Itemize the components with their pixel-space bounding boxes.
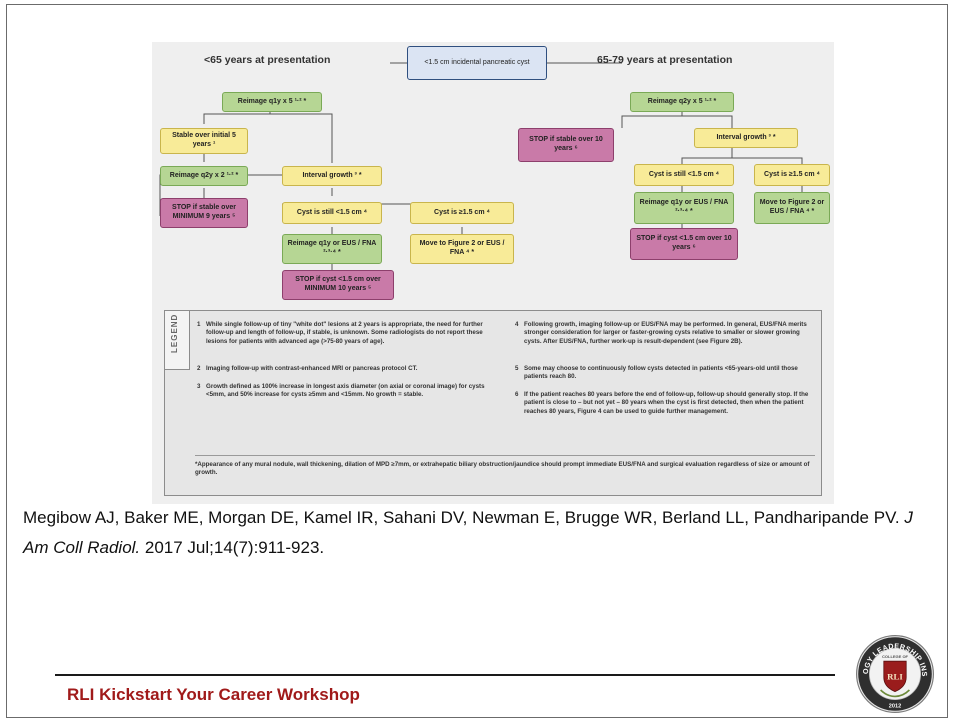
legend-note: 4 Following growth, imaging follow-up or… [515,321,815,346]
legend-note-text: Growth defined as 100% increase in longe… [206,383,485,399]
flowchart-figure: <65 years at presentation 65-79 years at… [152,42,834,504]
right-stop-10y-box: STOP if cyst <1.5 cm over 10 years ⁶ [630,228,738,260]
legend-divider [195,455,815,456]
legend-tab-label: LEGEND [170,313,179,353]
legend-note-number: 2 [197,365,201,372]
left-ge-15-box: Cyst is ≥1.5 cm ⁴ [410,202,514,224]
legend-note-number: 4 [515,321,519,328]
citation-journal: J Am Coll Radiol. [23,508,913,557]
seal-year: 2012 [889,704,901,710]
legend-note-number: 6 [515,391,519,398]
legend-note: 6 If the patient reaches 80 years before… [515,391,815,416]
left-stop-10y-box: STOP if cyst <1.5 cm over MINIMUM 10 yea… [282,270,394,300]
left-reimage-q1y-box: Reimage q1y x 5 ¹·² * [222,92,322,112]
seal-initials: RLI [887,672,903,682]
left-age-title: <65 years at presentation [204,54,331,66]
citation-authors: Megibow AJ, Baker ME, Morgan DE, Kamel I… [23,508,900,527]
legend-note: 5 Some may choose to continuously follow… [515,365,815,382]
legend-note-text: If the patient reaches 80 years before t… [524,391,809,415]
legend-note-text: Following growth, imaging follow-up or E… [524,321,807,345]
left-reimage-q2y-box: Reimage q2y x 2 ¹·² * [160,166,248,186]
left-stable-5y-box: Stable over initial 5 years ¹ [160,128,248,154]
right-reimage-q2y-box: Reimage q2y x 5 ¹·² * [630,92,734,112]
right-stop-10y-stable-box: STOP if stable over 10 years ⁶ [518,128,614,162]
legend-note-number: 3 [197,383,201,390]
right-age-title: 65-79 years at presentation [597,54,733,66]
legend-footnote: *Appearance of any mural nodule, wall th… [195,461,810,477]
citation-details: 2017 Jul;14(7):911-923. [144,538,325,557]
left-still-small-box: Cyst is still <1.5 cm ⁴ [282,202,382,224]
left-reimage-q1y-or-fna-box: Reimage q1y or EUS / FNA ²·³·⁴ * [282,234,382,264]
left-move-fig2-box: Move to Figure 2 or EUS / FNA ⁴ * [410,234,514,264]
rli-seal-logo: RADIOLOGY LEADERSHIP INSTITUTE RLI COLLE… [855,634,934,713]
legend-note-number: 1 [197,321,201,328]
legend-note: 1 While single follow-up of tiny "white … [197,321,495,346]
legend-note-number: 5 [515,365,519,372]
left-stop-9y-box: STOP if stable over MINIMUM 9 years ⁵ [160,198,248,228]
legend-note-text: While single follow-up of tiny "white do… [206,321,483,345]
right-ge-15-box: Cyst is ≥1.5 cm ⁴ [754,164,830,186]
seal-college: COLLEGE OF [882,654,909,659]
legend-note: 3 Growth defined as 100% increase in lon… [197,383,495,400]
legend-tab: LEGEND [165,311,190,370]
left-interval-growth-box: Interval growth ³ * [282,166,382,186]
legend-note-text: Some may choose to continuously follow c… [524,365,798,381]
right-reimage-q1y-or-fna-box: Reimage q1y or EUS / FNA ²·³·⁴ * [634,192,734,224]
footer-divider [55,674,835,676]
legend-note: 2 Imaging follow-up with contrast-enhanc… [197,365,495,373]
legend-note-text: Imaging follow-up with contrast-enhanced… [206,365,418,372]
right-interval-growth-box: Interval growth ³ * [694,128,798,148]
slide: <65 years at presentation 65-79 years at… [6,4,948,718]
right-still-small-box: Cyst is still <1.5 cm ⁴ [634,164,734,186]
legend-panel: LEGEND 1 While single follow-up of tiny … [164,310,822,496]
workshop-title: RLI Kickstart Your Career Workshop [67,685,360,704]
root-cyst-box: <1.5 cm incidental pancreatic cyst [407,46,547,80]
citation: Megibow AJ, Baker ME, Morgan DE, Kamel I… [23,503,933,563]
right-move-fig2-box: Move to Figure 2 or EUS / FNA ⁴ * [754,192,830,224]
